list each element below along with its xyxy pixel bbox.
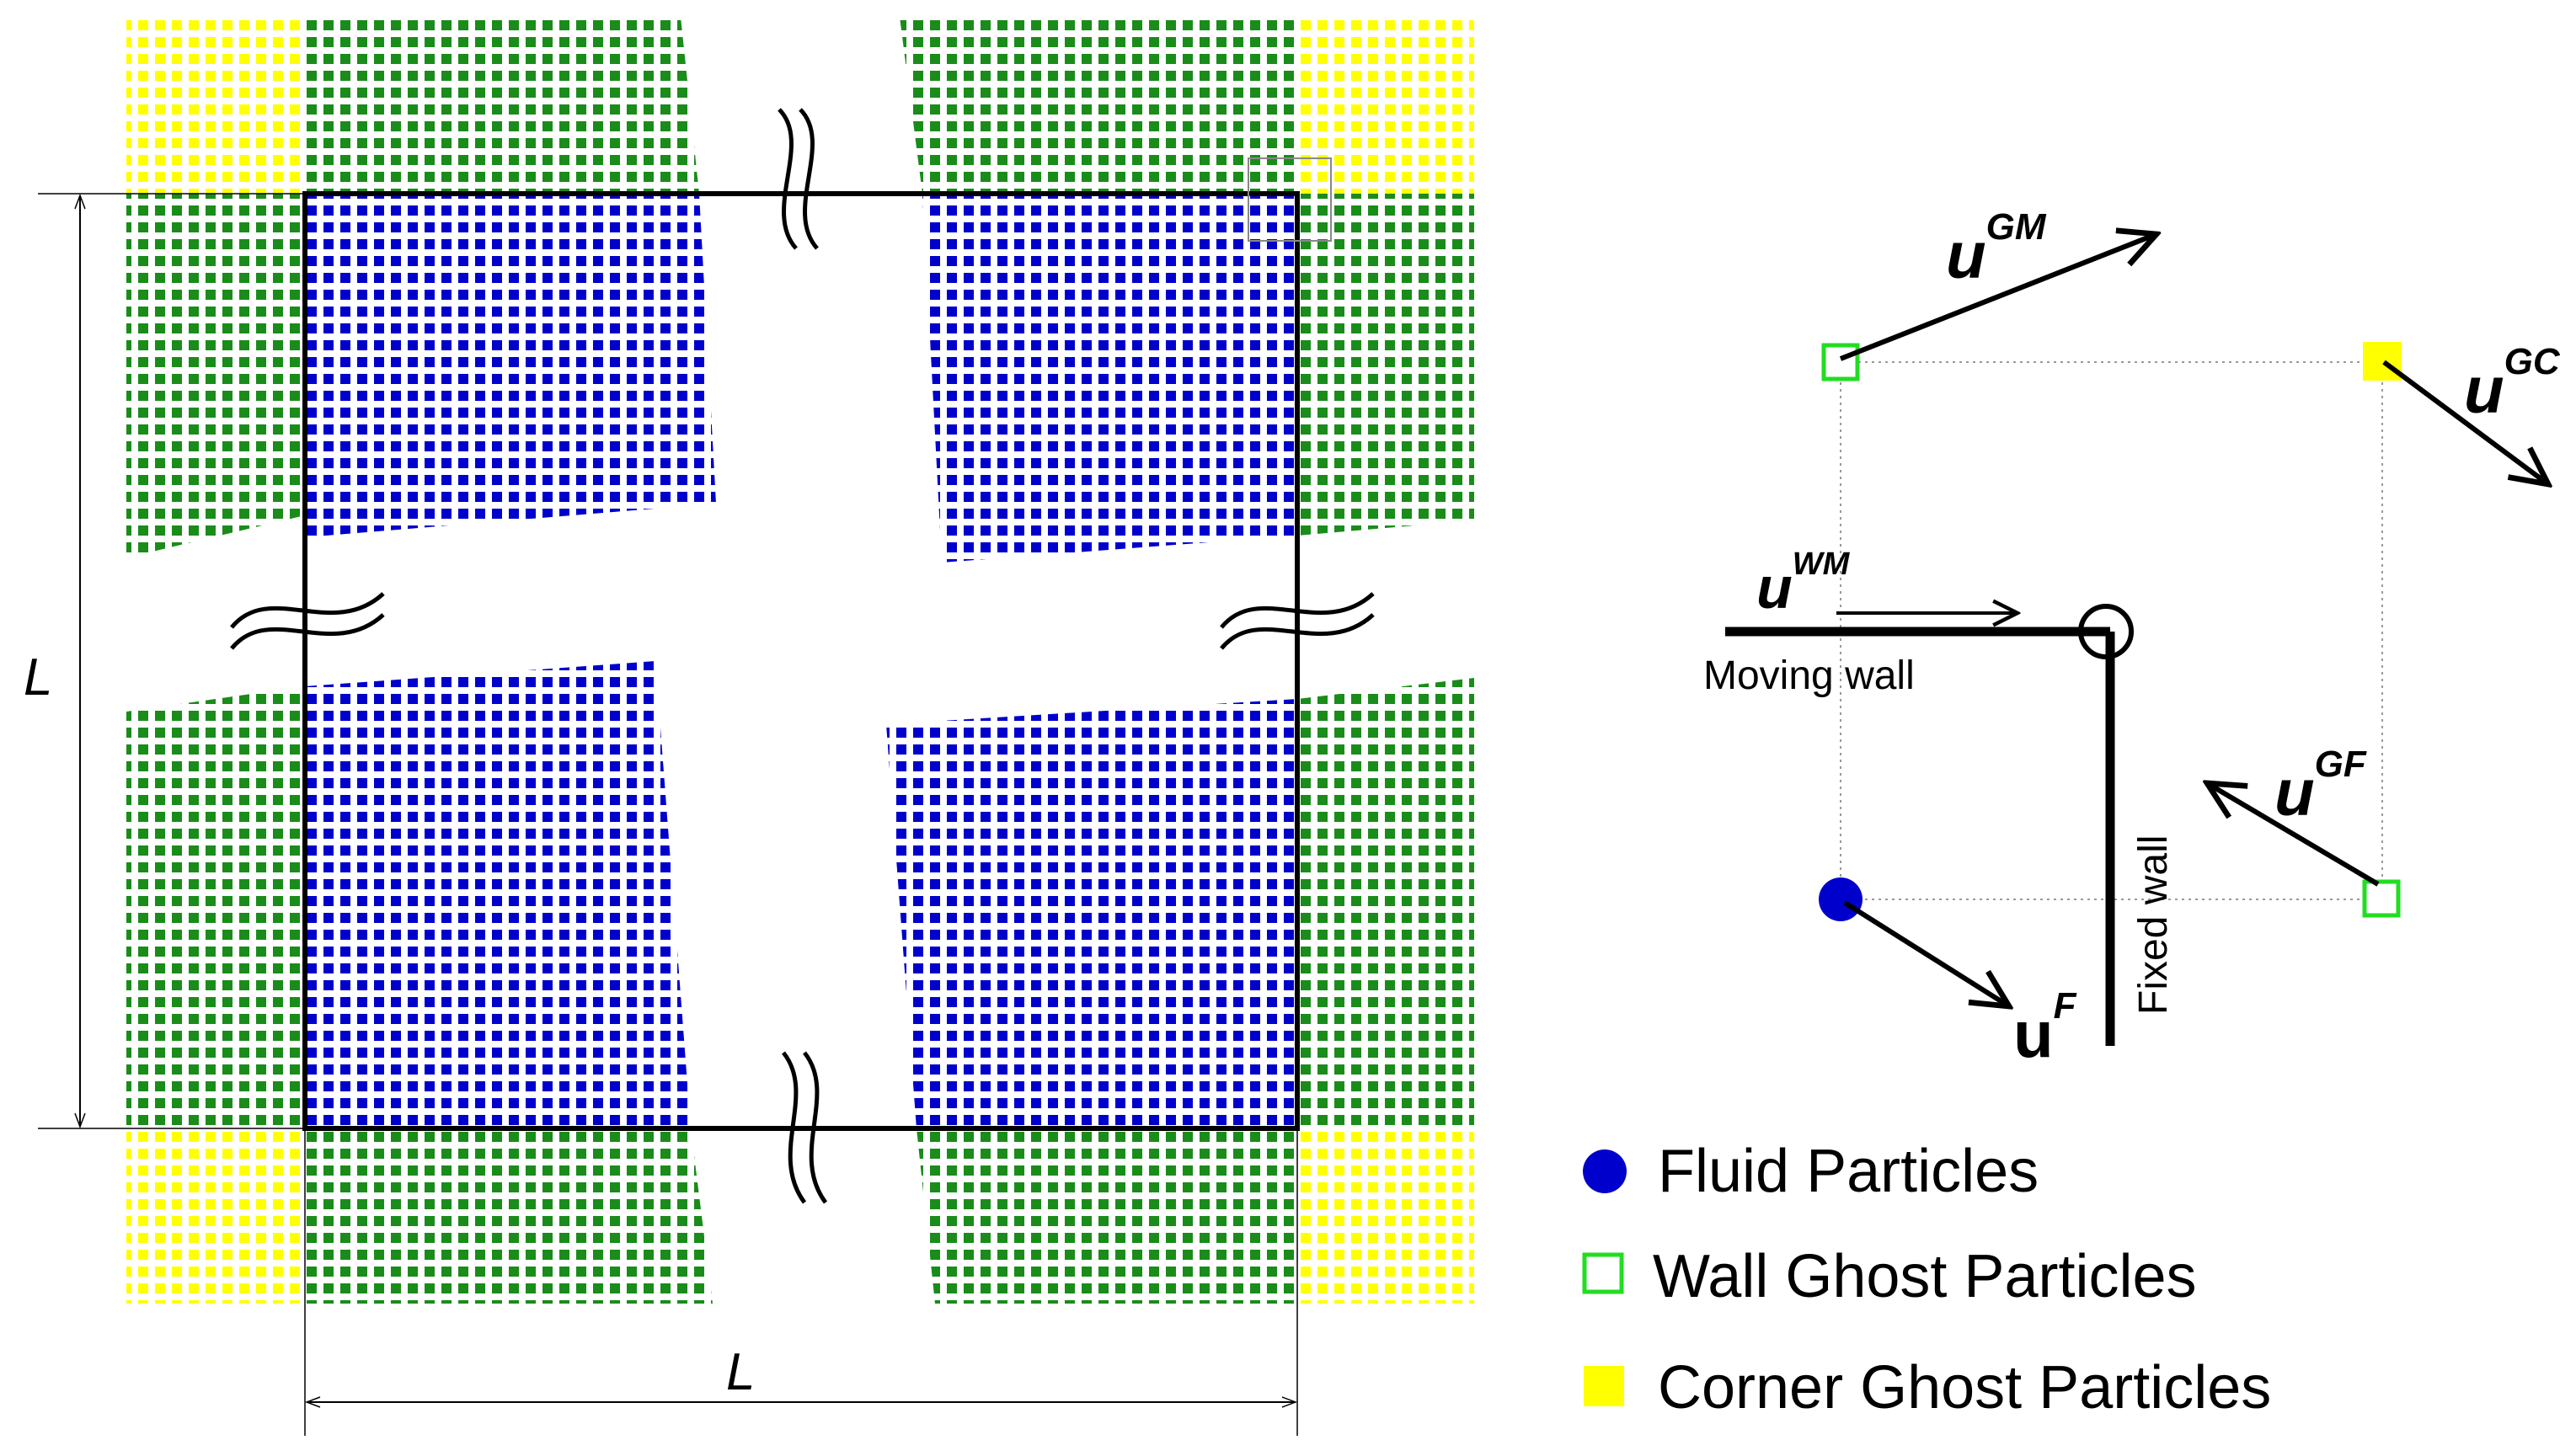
- legend-corner-ghost-marker: [1584, 1366, 1624, 1406]
- wall-ghost-particle-bottom-right: [2362, 879, 2401, 918]
- vector-arrow-f: [1843, 900, 2009, 1006]
- fluid-region-top-right: [922, 194, 1297, 563]
- vector-label-f: uF: [2013, 985, 2077, 1071]
- moving-wall-label: Moving wall: [1703, 653, 1915, 698]
- legend-wall-ghost-marker: [1582, 1252, 1624, 1294]
- particle-domain: L L: [24, 17, 1474, 1436]
- wall-ghost-region-right-upper: [1297, 194, 1474, 536]
- fluid-region-bottom-right: [886, 699, 1297, 1128]
- fluid-region-top-left: [305, 194, 716, 537]
- corner-point: [2078, 604, 2134, 659]
- horizontal-dimension-label: L: [726, 1343, 755, 1401]
- break-symbol-top: [778, 108, 819, 250]
- wall-ghost-region-left-lower: [126, 686, 305, 1128]
- wall-ghost-particle-top-left: [1821, 343, 1860, 381]
- break-symbol-left: [230, 592, 385, 650]
- wall-ghost-region-right-lower: [1297, 678, 1474, 1128]
- legend-fluid-marker: [1583, 1149, 1627, 1193]
- break-symbol-right: [1220, 592, 1375, 650]
- zoom-box: [1248, 157, 1332, 242]
- vector-label-gc: uGC: [2464, 341, 2561, 427]
- corner-ghost-region-top-left: [126, 17, 305, 194]
- corner-ghost-region-top-right: [1297, 17, 1474, 194]
- wall-ghost-region-bottom-left: [305, 1128, 713, 1304]
- domain-boundary: [302, 191, 1300, 1131]
- fluid-region-bottom-left: [305, 661, 691, 1128]
- break-symbol-bottom: [782, 1051, 828, 1204]
- corner-ghost-region-bottom-left: [126, 1128, 305, 1304]
- wall-ghost-region-top-right: [900, 17, 1297, 194]
- legend-corner-ghost-label: Corner Ghost Particles: [1658, 1354, 2271, 1421]
- vector-arrow-gf: [2207, 783, 2380, 887]
- vertical-dimension-label: L: [24, 648, 52, 707]
- vertical-dimension: [38, 193, 305, 1129]
- wall-ghost-region-left-upper: [126, 194, 305, 556]
- vector-label-gf: uGF: [2274, 744, 2367, 829]
- legend: Fluid Particles Wall Ghost Particles Cor…: [1582, 1138, 2271, 1421]
- vector-arrow-gm: [1839, 234, 2156, 361]
- legend-fluid-label: Fluid Particles: [1658, 1138, 2039, 1205]
- legend-wall-ghost-label: Wall Ghost Particles: [1653, 1243, 2197, 1310]
- vector-label-gm: uGM: [1946, 206, 2047, 292]
- boundary-detail: uGM uGC uWM uGF uF Moving wall Fixed wal…: [1703, 206, 2561, 1071]
- horizontal-dimension: [304, 1128, 1298, 1436]
- fluid-particle: [1819, 877, 1863, 921]
- corner-ghost-region-bottom-right: [1297, 1128, 1474, 1304]
- vector-label-wm: uWM: [1756, 547, 1851, 621]
- fixed-wall-label: Fixed wall: [2131, 835, 2176, 1015]
- vector-arrow-gc: [2382, 360, 2548, 484]
- corner-ghost-particle: [2363, 342, 2402, 381]
- wall-ghost-region-top-left: [305, 17, 699, 194]
- wall-ghost-region-bottom-right: [917, 1128, 1297, 1304]
